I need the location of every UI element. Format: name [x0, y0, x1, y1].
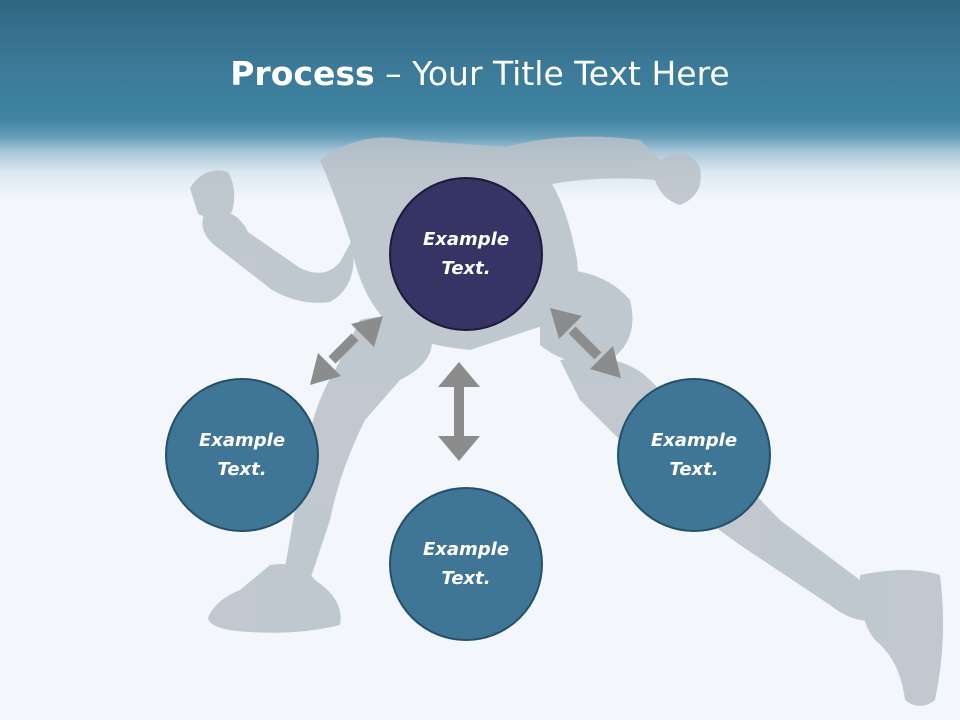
- arrow-top-right-group: [550, 308, 621, 378]
- node-left[interactable]: Example Text.: [165, 378, 319, 532]
- slide-title: Process – Your Title Text Here: [0, 50, 960, 98]
- arrow-vertical-group: [438, 362, 480, 461]
- node-top[interactable]: Example Text.: [389, 177, 543, 331]
- arrow-top-left-group: [310, 316, 383, 385]
- title-rest: – Your Title Text Here: [374, 54, 730, 93]
- node-right[interactable]: Example Text.: [617, 378, 771, 532]
- title-bold: Process: [230, 54, 375, 93]
- node-bottom[interactable]: Example Text.: [389, 487, 543, 641]
